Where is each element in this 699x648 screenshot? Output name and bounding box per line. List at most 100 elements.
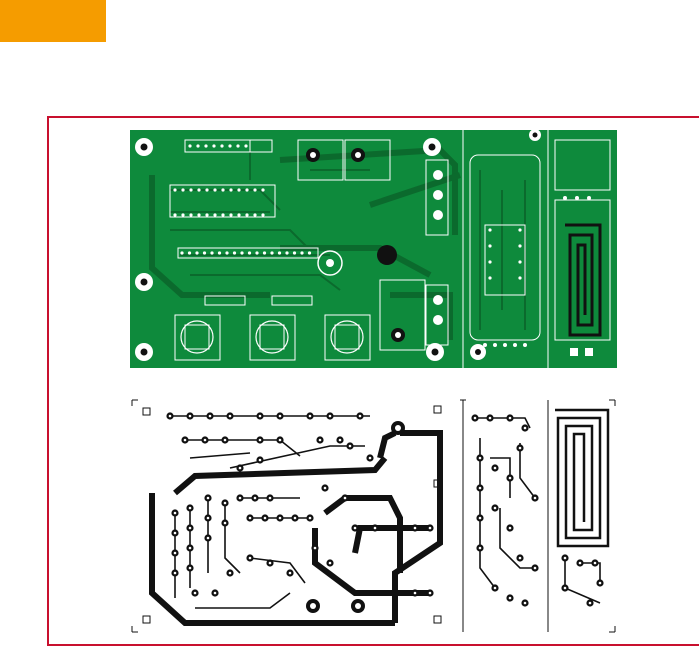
mounting-holes bbox=[135, 130, 541, 361]
pad bbox=[180, 251, 184, 255]
pad bbox=[292, 251, 297, 255]
pad bbox=[338, 438, 342, 442]
pad bbox=[488, 244, 492, 248]
pad bbox=[428, 591, 432, 595]
silkscreen bbox=[169, 139, 611, 361]
copper-signal-traces bbox=[170, 415, 601, 609]
pad bbox=[253, 496, 257, 500]
mounting-hole-icon bbox=[142, 407, 151, 416]
pad bbox=[563, 556, 567, 560]
pad bbox=[228, 571, 232, 575]
pad bbox=[258, 414, 262, 418]
pad bbox=[508, 476, 512, 480]
mounting-hole-icon bbox=[135, 343, 153, 361]
pad bbox=[488, 276, 492, 280]
accent-tab bbox=[0, 0, 106, 42]
pad bbox=[478, 486, 482, 490]
pad bbox=[206, 536, 210, 540]
pad bbox=[373, 526, 377, 530]
pad bbox=[205, 213, 209, 217]
pad bbox=[173, 511, 177, 515]
pad bbox=[206, 496, 210, 500]
pad bbox=[533, 496, 537, 500]
pad bbox=[245, 213, 249, 217]
copper-power-traces bbox=[149, 430, 443, 626]
pad bbox=[181, 213, 185, 217]
pad bbox=[578, 561, 582, 565]
pad bbox=[518, 228, 522, 232]
pad bbox=[493, 343, 497, 347]
mounting-hole-icon bbox=[426, 343, 444, 361]
pad bbox=[513, 343, 517, 347]
pad bbox=[229, 188, 233, 192]
pad bbox=[368, 456, 372, 460]
pad bbox=[258, 458, 262, 462]
pad bbox=[503, 343, 507, 347]
mounting-hole-icon bbox=[433, 405, 442, 414]
pad bbox=[213, 591, 217, 595]
pad bbox=[598, 581, 602, 585]
pad bbox=[518, 276, 522, 280]
pad bbox=[508, 596, 512, 600]
pad bbox=[285, 251, 289, 255]
pad bbox=[278, 414, 282, 418]
pad bbox=[588, 601, 592, 605]
pad bbox=[261, 188, 265, 192]
pad bbox=[187, 251, 192, 255]
pad bbox=[210, 251, 214, 255]
pushbutton-icon bbox=[255, 320, 289, 354]
pad bbox=[228, 144, 232, 148]
terminal-pads bbox=[306, 148, 443, 342]
pad bbox=[478, 456, 482, 460]
pad bbox=[189, 213, 193, 217]
pad bbox=[493, 586, 497, 590]
mounting-hole-icon bbox=[433, 615, 442, 624]
pad bbox=[293, 516, 297, 520]
terminal-pads bbox=[306, 421, 405, 613]
pad bbox=[228, 414, 232, 418]
pad bbox=[508, 416, 512, 420]
pad bbox=[253, 188, 257, 192]
pushbuttons bbox=[180, 320, 364, 354]
pad bbox=[587, 196, 591, 200]
mounting-hole-icon bbox=[529, 130, 541, 141]
pad bbox=[189, 188, 193, 192]
pad bbox=[193, 591, 197, 595]
regulator bbox=[377, 245, 397, 265]
pad bbox=[223, 521, 227, 525]
pad bbox=[483, 343, 487, 347]
pad bbox=[523, 426, 527, 430]
pad bbox=[270, 251, 274, 255]
pad bbox=[523, 601, 527, 605]
mounting-hole-icon bbox=[423, 138, 441, 156]
pad bbox=[278, 516, 282, 520]
pad bbox=[205, 188, 209, 192]
pad bbox=[488, 228, 492, 232]
pad bbox=[213, 213, 217, 217]
pcb-copper-side bbox=[130, 398, 617, 634]
pad bbox=[518, 446, 522, 450]
pad bbox=[237, 213, 241, 217]
pad bbox=[488, 416, 492, 420]
pad bbox=[288, 571, 292, 575]
pad bbox=[173, 213, 177, 217]
pad bbox=[237, 188, 241, 192]
antenna-coil-icon bbox=[555, 408, 610, 548]
pad bbox=[188, 526, 192, 530]
pad bbox=[173, 571, 177, 575]
pad bbox=[348, 444, 352, 448]
pad bbox=[188, 414, 192, 418]
pad bbox=[223, 438, 227, 442]
pad bbox=[232, 251, 237, 255]
pad bbox=[313, 546, 317, 550]
pad bbox=[240, 251, 244, 255]
board-outline bbox=[131, 399, 616, 633]
pad bbox=[343, 496, 347, 500]
pad bbox=[518, 260, 522, 264]
pad bbox=[188, 546, 192, 550]
pad bbox=[308, 414, 312, 418]
pad bbox=[318, 438, 322, 442]
pad bbox=[247, 251, 252, 255]
figure-frame bbox=[47, 116, 699, 646]
pad bbox=[183, 438, 187, 442]
